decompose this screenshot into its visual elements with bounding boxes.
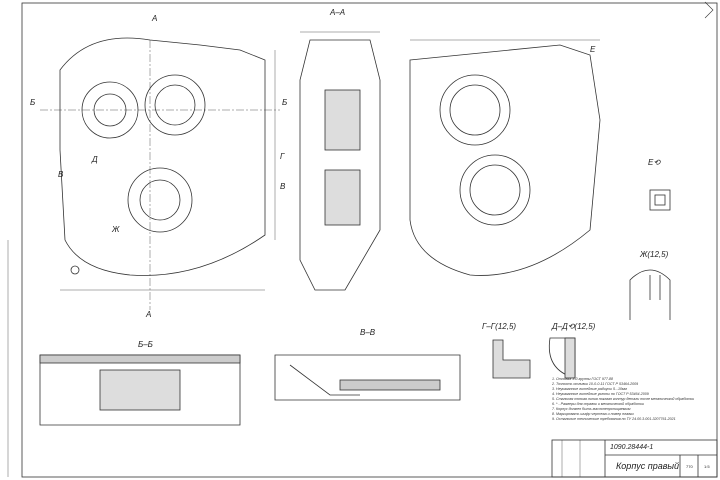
technical-notes: 1. Отливка 3-й группы ГОСТ 977-88 2. Точ…	[552, 377, 717, 422]
main-view	[40, 37, 280, 310]
drawing-scale: 1:5	[704, 464, 710, 469]
note: 9. Остальные технические требования по Т…	[552, 417, 676, 421]
detail-zh	[629, 269, 671, 320]
cut-mark-a-top: А	[152, 14, 158, 23]
section-g-g	[492, 339, 531, 379]
note: 3. Неуказанные литейные радиусы 5...10мм	[552, 387, 627, 391]
note: 5. Стальная тонкая линия показан контур …	[552, 397, 695, 401]
note: 8. Маркировать шифр чертежа и номер плав…	[552, 412, 634, 416]
drawing-code: 1090.28444-1	[610, 444, 654, 451]
section-v-v	[274, 354, 461, 401]
sheet-frame	[21, 2, 718, 478]
cut-mark-d: Д	[92, 155, 98, 164]
cut-mark-v-left: В	[58, 170, 64, 179]
label-section-g-g: Г–Г(12,5)	[482, 322, 517, 331]
cut-mark-b-left: Б	[30, 98, 36, 107]
view-a-a	[299, 31, 381, 291]
label-section-v-v: В–В	[360, 328, 376, 337]
cut-mark-b-right: Б	[282, 98, 288, 107]
cut-mark-v-right: В	[280, 182, 286, 191]
label-section-a-a: А–А	[330, 8, 346, 17]
note: 2. Точность отливки 10-0-0-11 ГОСТ Р 534…	[552, 382, 639, 386]
cut-mark-g: Г	[280, 152, 285, 161]
label-view-e: Е⟲	[648, 158, 661, 167]
note: 4. Неуказанные литейные уклоны по ГОСТ Р…	[552, 392, 649, 396]
note: 1. Отливка 3-й группы ГОСТ 977-88	[552, 377, 614, 381]
note: 6. * - Размеры для справок и механическо…	[552, 402, 644, 406]
label-section-d-d: Д–Д⟲(12,5)	[552, 322, 596, 331]
roughness-mark-icon	[704, 1, 714, 19]
cut-mark-zh: Ж	[112, 225, 120, 234]
label-section-b-b: Б–Б	[138, 340, 153, 349]
part-mass: 770	[686, 464, 693, 469]
label-view-zh: Ж(12,5)	[640, 250, 669, 259]
part-name: Корпус правый	[616, 461, 680, 471]
side-view	[409, 39, 671, 276]
title-block	[551, 439, 718, 478]
note: 7. Корпус должен быть маслонепроницаемым	[552, 407, 631, 411]
section-b-b	[39, 354, 241, 426]
section-d-d	[548, 337, 576, 379]
cut-mark-a-bottom: А	[146, 310, 152, 319]
cut-mark-e: Е	[590, 45, 596, 54]
